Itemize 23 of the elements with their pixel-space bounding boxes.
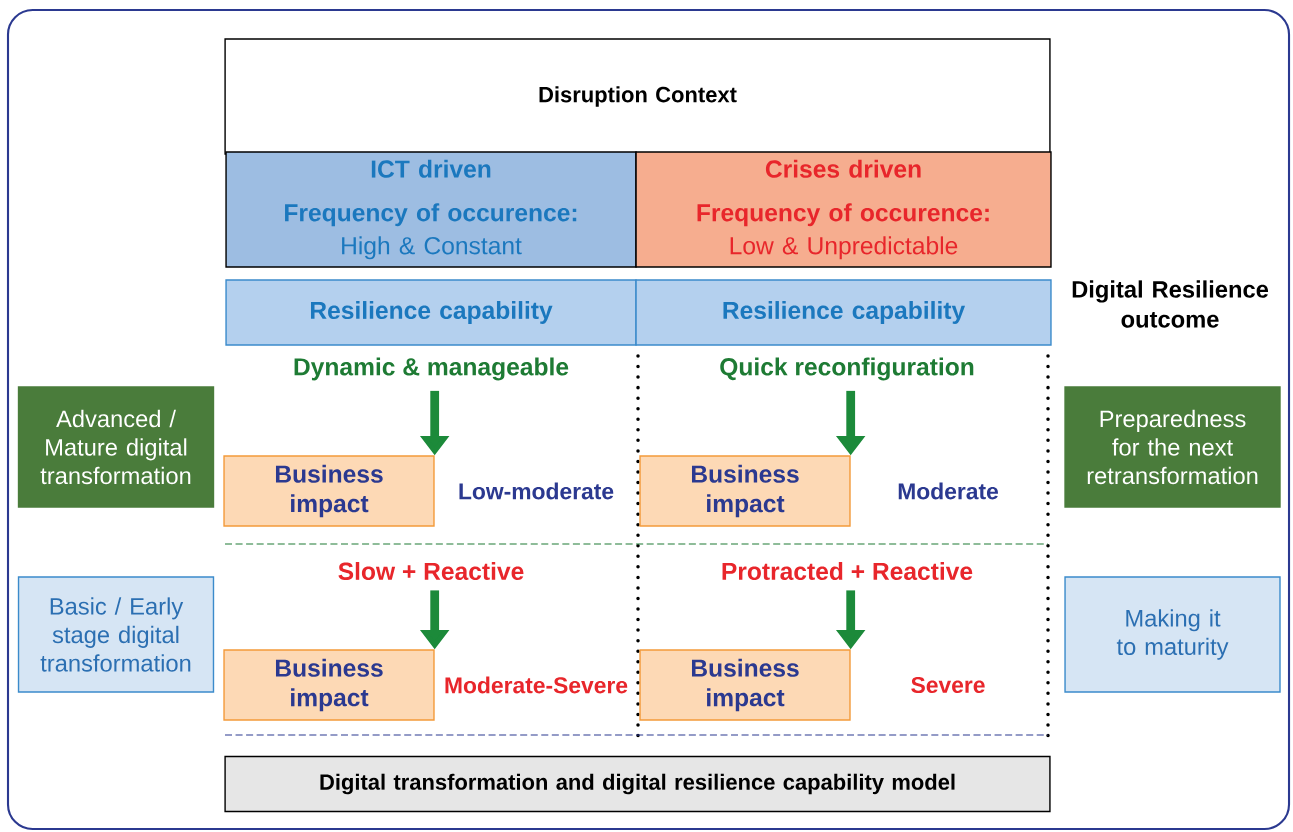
impact-level-text: Moderate (898, 482, 998, 500)
impact-level-text: Severe (911, 676, 985, 694)
impact-box: Business impact (639, 455, 851, 527)
model-box: Digital transformation and digital resilience capability model (224, 755, 1051, 813)
category-box: Crises driven Frequency of occurence: Low & Unpredictable (635, 151, 1052, 268)
maturity-box: Advanced / Mature digital transformation (17, 386, 215, 508)
maturity-box: Basic / Early stage digital transformation (17, 576, 215, 693)
category-box: ICT driven Frequency of occurence: High & Constant (225, 151, 637, 268)
impact-level-text: Moderate-Severe (445, 676, 628, 694)
column-heading: Digital Resilience outcome (1072, 280, 1269, 328)
impact-box: Business impact (223, 649, 435, 721)
impact-box: Business impact (639, 649, 851, 721)
capability-text: Protracted + Reactive (722, 561, 973, 581)
outcome-box: Making it to maturity (1064, 576, 1281, 693)
capability-text: Dynamic & manageable (294, 357, 569, 381)
capability-text: Slow + Reactive (338, 561, 524, 581)
header-box: Disruption Context (224, 38, 1051, 155)
outcome-box: Preparedness for the next retransformation (1064, 386, 1281, 508)
impact-box: Business impact (223, 455, 435, 527)
capability-text: Quick reconfiguration (720, 357, 974, 381)
capability-box: Resilience capability (225, 279, 637, 346)
impact-level-text: Low-moderate (459, 482, 614, 500)
capability-box: Resilience capability (635, 279, 1052, 346)
